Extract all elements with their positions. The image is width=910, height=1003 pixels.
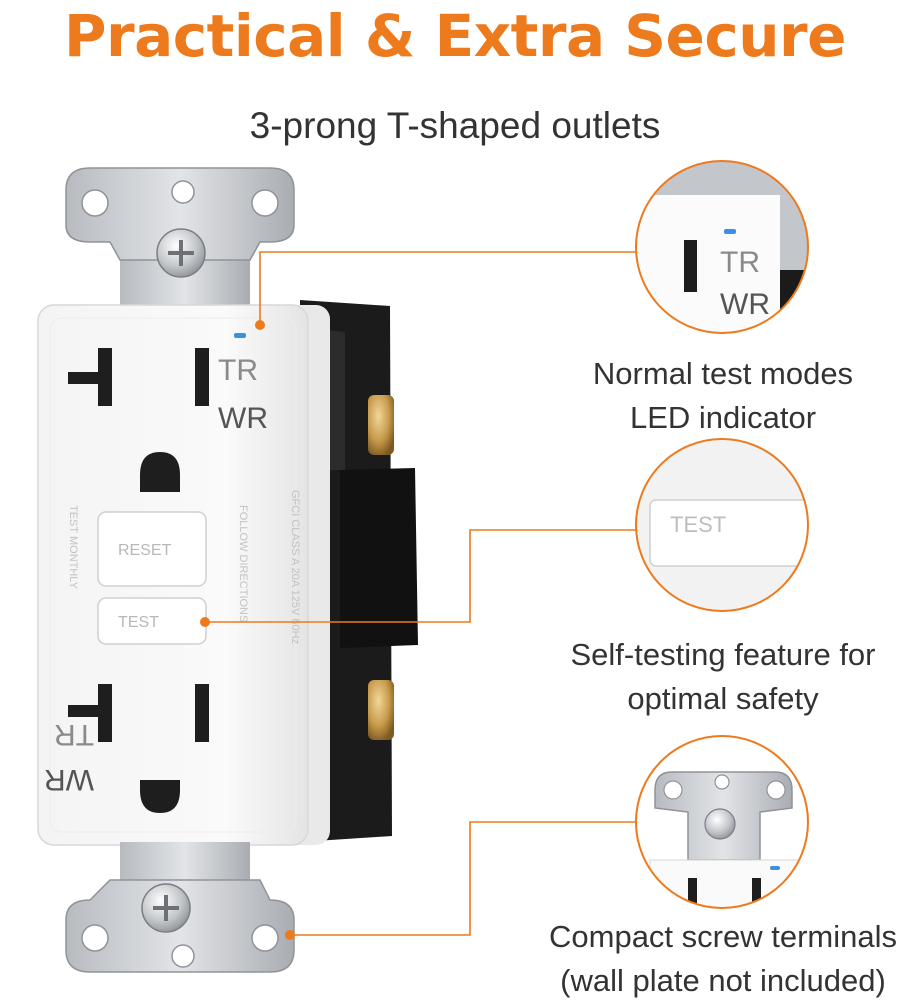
outlet-mark-tr-top: TR	[218, 354, 258, 387]
outlet-marking-top: TR WR	[218, 354, 268, 435]
zoom-test-button: TEST	[635, 438, 809, 612]
outlet-side-text: FOLLOW DIRECTIONS GFCI CLASS A 20A 125V …	[67, 490, 301, 644]
callout-self-test-line-2: optimal safety	[627, 681, 819, 716]
reset-button-label: RESET	[118, 542, 172, 559]
callout-led: Normal test modes LED indicator	[533, 352, 910, 440]
zoom-mark-tr: TR	[720, 246, 760, 279]
callout-self-test: Self-testing feature for optimal safety	[533, 633, 910, 721]
leader-dots	[200, 320, 295, 940]
callout-terminals-line-2: (wall plate not included)	[560, 963, 886, 998]
leader-lines	[205, 251, 636, 936]
mounting-screw-top	[156, 228, 206, 278]
outlet-face	[37, 304, 330, 846]
callout-led-line-2: LED indicator	[629, 400, 817, 435]
outlet-mark-wr-bottom: WR	[44, 763, 94, 796]
callout-self-test-line-1: Self-testing feature for	[570, 637, 876, 672]
zoom-led-indicator: TR WR	[635, 160, 809, 334]
zoom-test-label: TEST	[670, 512, 726, 537]
side-text-test: TEST MONTHLY	[67, 505, 79, 590]
outlet-mark-tr-bottom: TR	[54, 718, 94, 751]
headline: Practical & Extra Secure	[63, 2, 847, 70]
callout-terminals: Compact screw terminals (wall plate not …	[533, 915, 910, 1003]
callout-terminals-line-1: Compact screw terminals	[549, 919, 897, 954]
zoom-screw-terminals	[635, 735, 809, 909]
side-text-rating: GFCI CLASS A 20A 125V 60Hz	[289, 490, 301, 644]
zoom-mark-wr: WR	[720, 288, 770, 321]
test-button-label: TEST	[118, 614, 159, 631]
mounting-screw-bottom	[141, 883, 191, 933]
outlet-button-labels: RESET TEST	[118, 542, 172, 631]
callout-led-line-1: Normal test modes	[592, 356, 854, 391]
outlet-mark-wr-top: WR	[218, 402, 268, 435]
outlet-marking-bottom: WR TR	[44, 718, 94, 796]
side-text-directions: FOLLOW DIRECTIONS	[237, 505, 249, 622]
subheadline: 3-prong T-shaped outlets	[249, 105, 661, 146]
